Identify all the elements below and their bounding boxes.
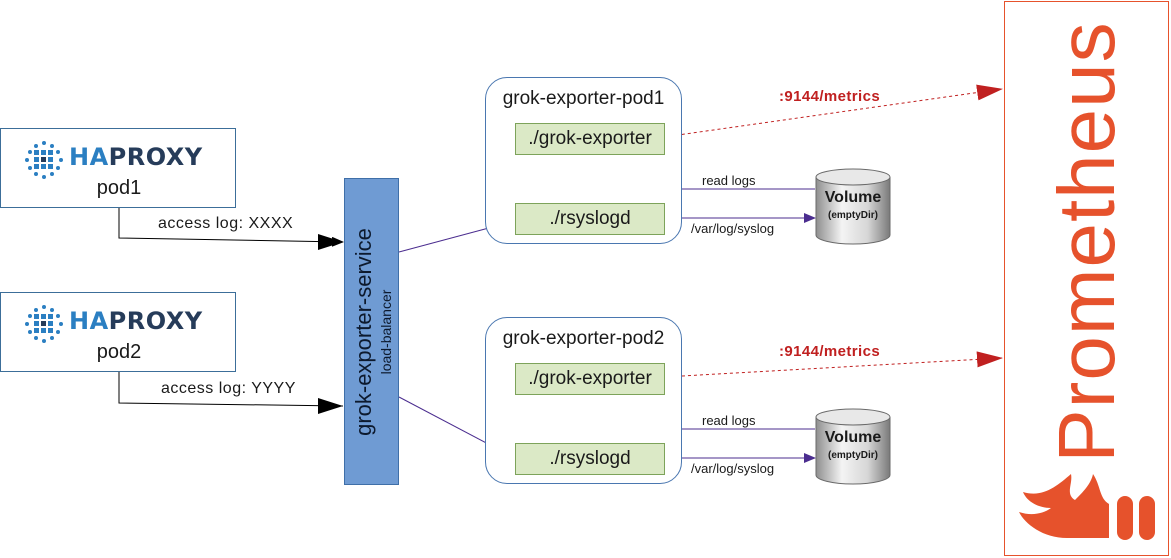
- rsyslogd-process: ./rsyslogd: [515, 443, 665, 475]
- prometheus-torch-icon: [1019, 474, 1155, 540]
- access-log-label-2: access log: YYYY: [161, 380, 296, 397]
- haproxy-wordmark: HAPROXY: [69, 143, 203, 171]
- haproxy-logo: HAPROXY: [23, 139, 213, 179]
- haproxy-logo: HAPROXY: [23, 303, 213, 343]
- pod-group-title: grok-exporter-pod2: [502, 328, 665, 349]
- syslog-path-label-pod2: /var/log/syslog: [691, 461, 775, 476]
- volume-subtitle: (emptyDir): [827, 450, 878, 461]
- rsyslogd-process: ./rsyslogd: [515, 203, 665, 235]
- read-logs-label-pod1: read logs: [702, 173, 756, 188]
- access-log-edge-2: [118, 372, 344, 407]
- volume-subtitle: (emptyDir): [827, 210, 878, 221]
- grok-exporter-service: grok-exporter-service load-balancer: [344, 178, 399, 485]
- metrics-edge-pod1: [663, 84, 1003, 138]
- access-log-edge-1: [118, 208, 344, 247]
- prometheus-wordmark: Prometheus: [1041, 21, 1131, 463]
- volume-pod2: Volume (emptyDir): [815, 408, 891, 486]
- metrics-label-pod2: :9144/metrics: [779, 343, 881, 360]
- lb-edge-pod1: [398, 223, 501, 253]
- access-log-label-1: access log: XXXX: [158, 215, 294, 232]
- database-cylinder-icon: [815, 408, 891, 485]
- service-title: grok-exporter-service: [350, 227, 376, 436]
- pod1-label: pod1: [96, 177, 142, 199]
- volume-title: Volume: [824, 429, 882, 446]
- haproxy-mark-icon: [25, 141, 63, 179]
- metrics-edge-pod2: [663, 351, 1003, 378]
- haproxy-pod1-box: HAPROXY pod1: [0, 128, 236, 208]
- database-cylinder-icon: [815, 168, 891, 245]
- volume-pod1: Volume (emptyDir): [815, 168, 891, 246]
- service-subtitle: load-balancer: [377, 289, 394, 374]
- prometheus-box: Prometheus: [1004, 1, 1169, 556]
- volume-title: Volume: [824, 189, 882, 206]
- grok-exporter-pod2-group: grok-exporter-pod2 ./grok-exporter ./rsy…: [485, 317, 682, 484]
- metrics-label-pod1: :9144/metrics: [779, 88, 881, 105]
- haproxy-mark-icon: [25, 305, 63, 343]
- syslog-path-label-pod1: /var/log/syslog: [691, 221, 775, 236]
- haproxy-wordmark: HAPROXY: [69, 307, 203, 335]
- read-logs-label-pod2: read logs: [702, 413, 756, 428]
- grok-exporter-process: ./grok-exporter: [515, 123, 665, 155]
- haproxy-pod2-box: HAPROXY pod2: [0, 292, 236, 372]
- grok-exporter-pod1-group: grok-exporter-pod1 ./grok-exporter ./rsy…: [485, 77, 682, 244]
- pod2-label: pod2: [96, 341, 142, 363]
- grok-exporter-process: ./grok-exporter: [515, 363, 665, 395]
- pod-group-title: grok-exporter-pod1: [502, 88, 665, 109]
